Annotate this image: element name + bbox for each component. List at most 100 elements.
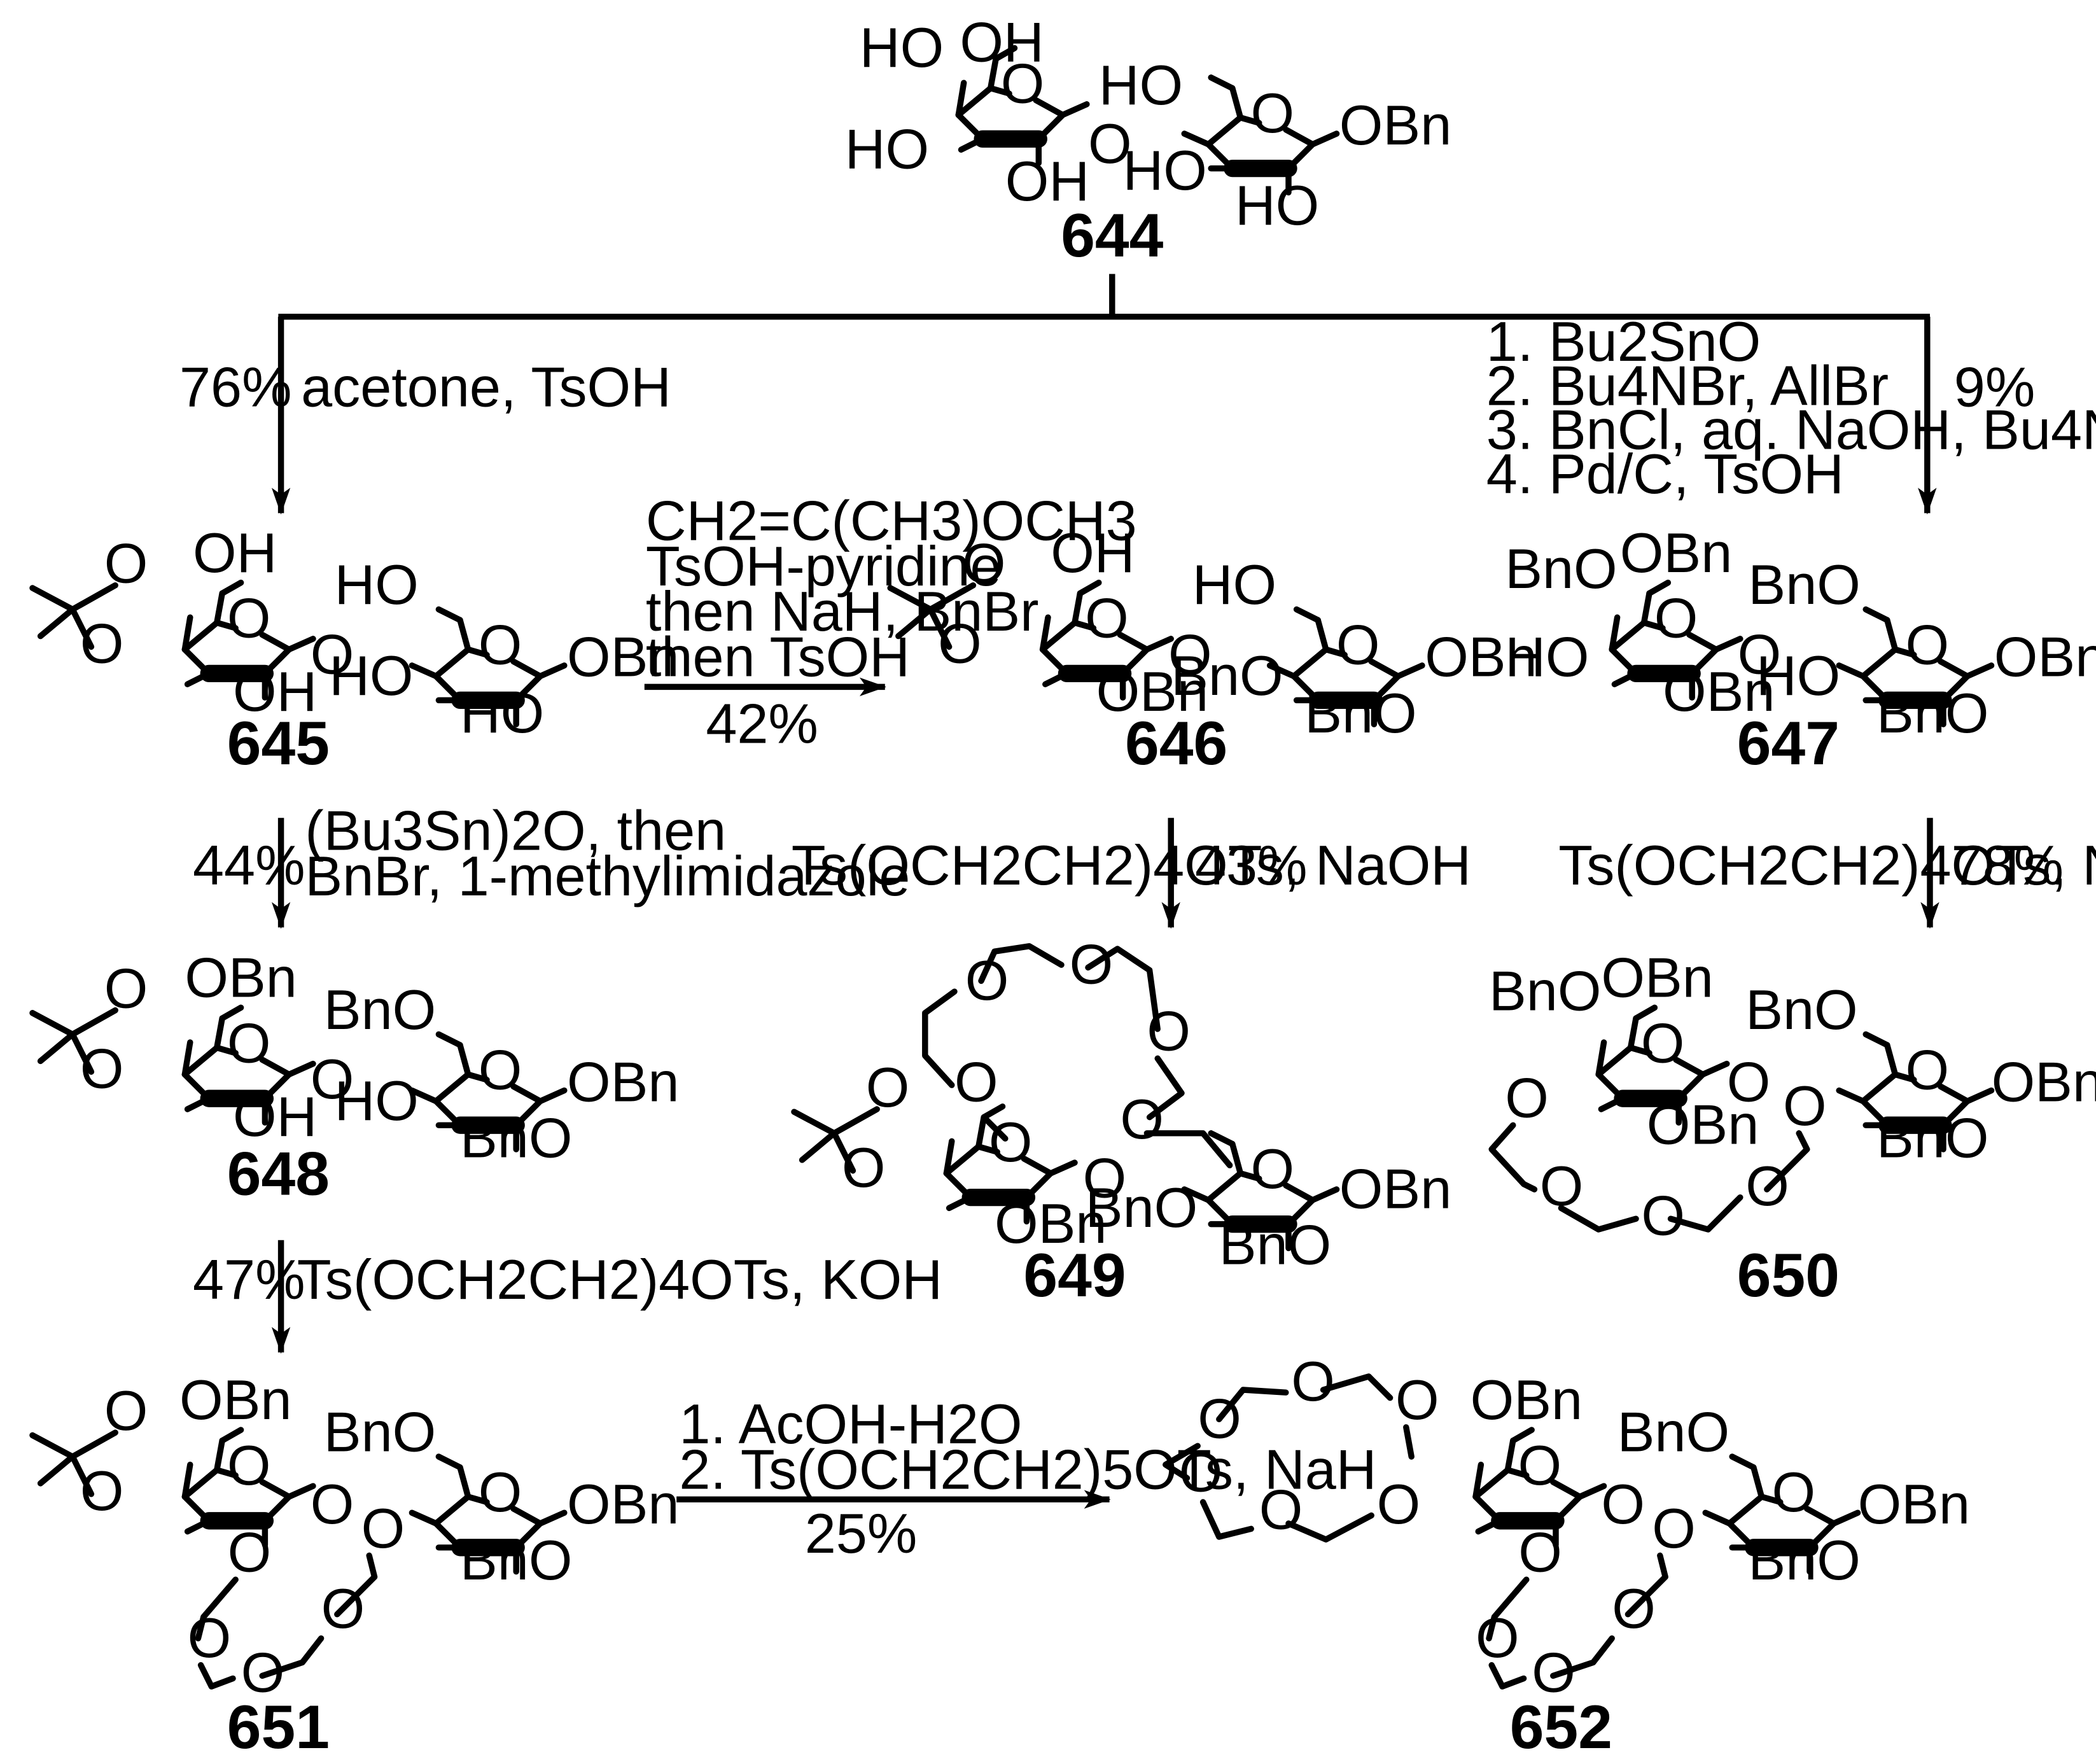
conditions-line: Ts(OCH2CH2)4OTs, NaOH bbox=[792, 834, 1471, 897]
crown-oxygen-label: O bbox=[965, 949, 1009, 1012]
glycosidic-oxygen-label: O bbox=[311, 1047, 354, 1110]
obn-label: OBn bbox=[1425, 626, 1537, 689]
oh-label: HO bbox=[1123, 139, 1207, 202]
crown-oxygen-label: O bbox=[1783, 1074, 1827, 1137]
obn-label: OBn bbox=[1601, 946, 1713, 1009]
compound-645: OH O OH HO HO HO OBn 645 bbox=[32, 521, 679, 778]
obn-label: OBn bbox=[567, 1050, 679, 1113]
yield-label: 44% bbox=[193, 834, 305, 897]
oh-label: HO bbox=[1099, 53, 1183, 116]
compound-label-650: 650 bbox=[1737, 1242, 1840, 1310]
compound-652: OBn O BnO BnO OBn O O O O O O O O O O O … bbox=[1163, 1350, 1970, 1761]
crown-oxygen-label: O bbox=[228, 1521, 272, 1584]
glycosidic-oxygen-label: O bbox=[1727, 1050, 1771, 1113]
conditions-line: 4. Pd/C, TsOH bbox=[1486, 442, 1844, 505]
glycosidic-oxygen-label: O bbox=[1601, 1473, 1645, 1536]
yield-label: 78% bbox=[1952, 834, 2064, 897]
glycosidic-oxygen-label: O bbox=[1088, 112, 1132, 175]
compound-651: OBn O BnO BnO OBn O O O O O 651 bbox=[32, 1368, 679, 1761]
bno-label: BnO bbox=[1489, 960, 1601, 1023]
bno-label: BnO bbox=[1876, 682, 1988, 745]
obn-label: OBn bbox=[567, 1473, 679, 1536]
bno-label: BnO bbox=[1086, 1176, 1198, 1239]
bno-label: BnO bbox=[1876, 1107, 1988, 1170]
compound-650: BnO OBn O OBn BnO BnO OBn O O O O O 650 bbox=[1488, 946, 2096, 1310]
conditions-645-648: 44% (Bu3Sn)2O, then BnBr, 1-methylimidaz… bbox=[193, 799, 910, 929]
glycosidic-oxygen-label: O bbox=[1738, 622, 1782, 685]
obn-label: OBn bbox=[567, 626, 679, 689]
conditions-line: CH2=C(CH3)OCH3 bbox=[646, 489, 1137, 552]
obn-label: OBn bbox=[1647, 1093, 1759, 1156]
yield-label: 47% bbox=[193, 1248, 305, 1311]
obn-label: OBn bbox=[1620, 521, 1732, 584]
crown-oxygen-label: O bbox=[954, 1050, 998, 1113]
crown-oxygen-label: O bbox=[1377, 1473, 1421, 1536]
conditions-line: Ts(OCH2CH2)4OTs, NaOH bbox=[1558, 834, 2096, 897]
obn-label: OBn bbox=[1339, 94, 1451, 157]
crown-oxygen-label: O bbox=[1120, 1088, 1164, 1151]
bno-label: BnO bbox=[1748, 553, 1860, 616]
oh-label: OH bbox=[960, 11, 1044, 74]
compound-644: HO OH HO OH O HO HO HO OBn 644 bbox=[845, 11, 1451, 270]
conditions-line: Ts(OCH2CH2)4OTs, KOH bbox=[297, 1248, 942, 1311]
compound-label-648: 648 bbox=[227, 1140, 330, 1208]
crown-oxygen-label: O bbox=[1641, 1184, 1685, 1247]
oh-label: HO bbox=[1756, 644, 1840, 707]
compound-label-649: 649 bbox=[1023, 1242, 1126, 1310]
glycosidic-oxygen-label: O bbox=[311, 1473, 354, 1536]
bno-label: BnO bbox=[1745, 978, 1857, 1041]
obn-label: OBn bbox=[1663, 660, 1775, 723]
bno-label: BnO bbox=[1617, 1401, 1729, 1464]
oh-label: HO bbox=[845, 118, 929, 181]
oh-label: OH bbox=[193, 521, 277, 584]
conditions-646-649: Ts(OCH2CH2)4OTs, NaOH 43% bbox=[792, 818, 1471, 929]
crown-oxygen-label: O bbox=[1518, 1521, 1562, 1584]
conditions-line: acetone, TsOH bbox=[301, 355, 671, 418]
yield-label: 42% bbox=[706, 692, 818, 755]
crown-oxygen-label: O bbox=[361, 1497, 405, 1560]
bno-label: BnO bbox=[324, 1401, 436, 1464]
yield-label: 9% bbox=[1954, 355, 2035, 418]
compound-646: OH O OBn HO BnO BnO OBn 646 bbox=[890, 521, 1537, 778]
compound-label-647: 647 bbox=[1737, 710, 1840, 778]
conditions-line: 1. AcOH-H2O bbox=[679, 1392, 1022, 1455]
oh-label: OH bbox=[1005, 150, 1089, 213]
conditions-644-645: 76% acetone, TsOH bbox=[179, 355, 671, 418]
obn-label: OBn bbox=[185, 946, 297, 1009]
crown-oxygen-label: O bbox=[1291, 1350, 1335, 1413]
bno-label: BnO bbox=[324, 978, 436, 1041]
oh-label: HO bbox=[335, 553, 419, 616]
conditions-line: 2. Ts(OCH2CH2)5OTs, NaH bbox=[679, 1438, 1376, 1501]
crown-oxygen-label: O bbox=[1505, 1067, 1549, 1130]
conditions-line: 2. Bu4NBr, AllBr bbox=[1486, 354, 1889, 417]
crown-oxygen-label: O bbox=[188, 1606, 232, 1669]
glycosidic-oxygen-label: O bbox=[1168, 622, 1212, 685]
oh-label: HO bbox=[1235, 174, 1319, 237]
bno-label: BnO bbox=[1171, 644, 1283, 707]
yield-label: 76% bbox=[179, 355, 292, 418]
compound-label-652: 652 bbox=[1510, 1693, 1612, 1761]
glycosidic-oxygen-label: O bbox=[1083, 1147, 1127, 1210]
bno-label: BnO bbox=[1748, 1529, 1860, 1592]
crown-oxygen-label: O bbox=[1652, 1497, 1696, 1560]
conditions-line: 3. BnCl, aq. NaOH, Bu4NHSO4 bbox=[1486, 398, 2096, 461]
bno-label: OBn bbox=[1096, 660, 1208, 723]
conditions-line: (Bu3Sn)2O, then bbox=[305, 799, 726, 862]
conditions-647-650: Ts(OCH2CH2)4OTs, NaOH 78% bbox=[1558, 818, 2096, 929]
compound-label-644: 644 bbox=[1061, 202, 1163, 270]
compound-label-651: 651 bbox=[227, 1693, 330, 1761]
conditions-648-651: 47% Ts(OCH2CH2)4OTs, KOH bbox=[193, 1240, 942, 1354]
oh-label: HO bbox=[329, 644, 413, 707]
compound-649: O OBn BnO BnO OBn O O O O O 649 bbox=[794, 933, 1451, 1310]
oh-label: HO bbox=[460, 682, 544, 745]
conditions-line: 1. Bu2SnO bbox=[1486, 310, 1761, 373]
compound-label-645: 645 bbox=[227, 710, 330, 778]
obn-label: OBn bbox=[1471, 1368, 1582, 1431]
glycosidic-oxygen-label: O bbox=[311, 622, 354, 685]
conditions-line: then TsOH bbox=[646, 626, 910, 689]
obn-label: OBn bbox=[179, 1368, 291, 1431]
oh-label: HO bbox=[860, 16, 944, 79]
crown-oxygen-label: O bbox=[1395, 1368, 1439, 1431]
oh-label: HO bbox=[1505, 626, 1589, 689]
